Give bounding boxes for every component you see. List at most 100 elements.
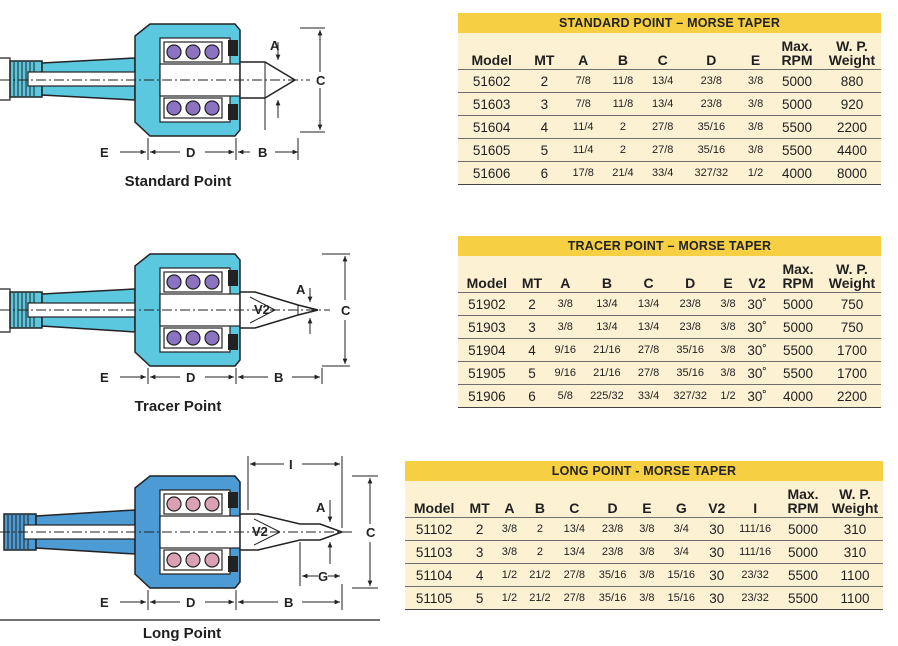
col-header: D (607, 500, 618, 516)
table-cell: 327/32 (665, 384, 715, 408)
table-cell: 30˚ (741, 315, 773, 339)
dim-label-g: G (318, 569, 328, 584)
table-cell: 2 (603, 138, 643, 162)
table-cell: 3/8 (548, 315, 583, 339)
table-cell: 5500 (779, 586, 827, 610)
table-cell: 21/4 (603, 161, 643, 185)
table-cell: 3/4 (660, 540, 703, 564)
col-header: W. P. Weight (831, 486, 879, 516)
table-cell: 27/8 (642, 138, 683, 162)
col-header: Max. RPM (782, 261, 814, 291)
table-cell: 9/16 (548, 338, 583, 362)
col-header: MT (521, 275, 543, 291)
table-cell: 11/4 (563, 115, 604, 139)
col-header: MT (469, 500, 490, 516)
table-cell: 5 (525, 138, 564, 162)
table-cell: 225/32 (582, 384, 632, 408)
table-cell: 23/8 (682, 69, 741, 93)
table-cell: 3/8 (740, 138, 771, 162)
diagram-caption: Standard Point (124, 173, 232, 190)
table-cell: 4400 (823, 138, 881, 162)
table-cell: 1/2 (740, 161, 771, 185)
table-cell: 11/4 (563, 138, 604, 162)
table-cell: 51905 (458, 361, 516, 385)
table-cell: 27/8 (557, 563, 592, 587)
table-cell: 8000 (823, 161, 881, 185)
table-cell: 5/8 (548, 384, 583, 408)
table-cell: 30˚ (741, 384, 773, 408)
col-header: Max. RPM (787, 486, 819, 516)
dim-label-a: A (270, 38, 280, 53)
dim-label-c: C (341, 303, 351, 318)
table-cell: 1100 (827, 586, 883, 610)
table-cell: 23/8 (665, 315, 715, 339)
col-header: E (642, 500, 652, 516)
table-cell: 35/16 (665, 361, 715, 385)
table-cell: 2 (515, 292, 549, 316)
table-cell: 1700 (823, 361, 881, 385)
table-cell: 30 (702, 517, 732, 541)
table-cell: 51606 (458, 161, 526, 185)
table-cell: 920 (823, 92, 881, 116)
table-cell: 6 (525, 161, 564, 185)
table-cell: 30 (702, 540, 732, 564)
table-cell: 4 (463, 563, 497, 587)
standard-point-diagram: A C E D B (0, 23, 326, 160)
table-cell: 5500 (771, 138, 823, 162)
table-cell: 3 (525, 92, 564, 116)
table-header-row: Model MT A B C D E V2 Max. RPM W. P. Wei… (458, 256, 881, 293)
table-cell: 3/8 (740, 115, 771, 139)
table-cell: 3/8 (714, 292, 742, 316)
col-header: V2 (748, 275, 766, 291)
col-header: E (723, 275, 733, 291)
table-cell: 51906 (458, 384, 516, 408)
diagram-caption: Long Point (142, 625, 222, 642)
table-cell: 21/2 (522, 563, 558, 587)
col-header: D (685, 275, 696, 291)
table-cell: 3/4 (660, 517, 703, 541)
table-cell: 21/2 (522, 586, 558, 610)
col-header: Model (413, 500, 455, 516)
table-cell: 1100 (827, 563, 883, 587)
col-header: A (578, 52, 589, 68)
table-cell: 30˚ (741, 361, 773, 385)
col-header: Model (471, 52, 512, 68)
table-cell: 23/8 (682, 92, 741, 116)
dim-label-i: I (289, 457, 293, 472)
table-cell: 9/16 (548, 361, 583, 385)
table-cell: 3/8 (633, 586, 661, 610)
col-header: Max. RPM (781, 38, 813, 68)
table-cell: 51102 (405, 517, 464, 541)
table-title: STANDARD POINT – MORSE TAPER (458, 13, 881, 33)
table-cell: 23/8 (591, 517, 634, 541)
table-cell: 3/8 (633, 540, 661, 564)
col-header: B (601, 275, 612, 291)
table-cell: 51103 (405, 540, 464, 564)
table-cell: 51605 (458, 138, 526, 162)
table-cell: 1700 (823, 338, 881, 362)
dim-label-v2: V2 (254, 302, 270, 317)
dim-label-d: D (186, 595, 195, 610)
table-cell: 51902 (458, 292, 516, 316)
table-cell: 30˚ (741, 292, 773, 316)
col-header: I (753, 500, 758, 516)
table-title: LONG POINT - MORSE TAPER (405, 461, 883, 481)
table-cell: 30 (702, 586, 732, 610)
table-cell: 750 (823, 315, 881, 339)
table-cell: 750 (823, 292, 881, 316)
table-cell: 13/4 (557, 517, 592, 541)
dim-label-d: D (186, 370, 195, 385)
table-cell: 5 (515, 361, 549, 385)
table-cell: 2 (522, 517, 558, 541)
table-cell: 23/32 (731, 563, 779, 587)
table-cell: 51903 (458, 315, 516, 339)
col-header: C (643, 275, 654, 291)
